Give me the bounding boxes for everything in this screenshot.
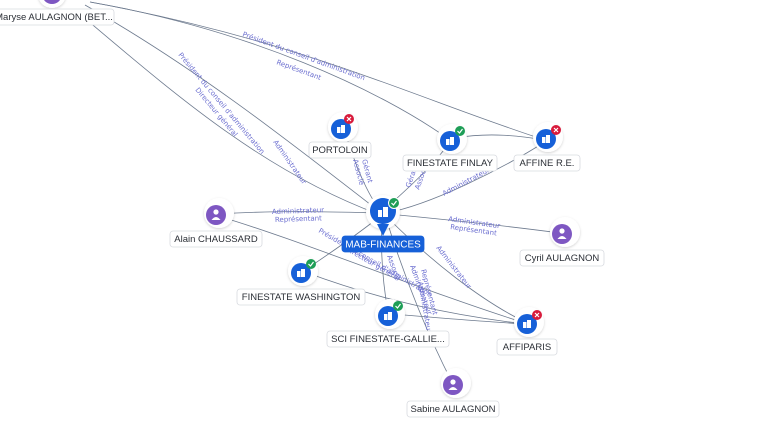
svg-text:FINESTATE FINLAY: FINESTATE FINLAY [407,158,494,169]
building-icon [297,269,305,277]
edge-gallie-affiparis [391,313,526,325]
inactive-status-icon [551,125,561,135]
node-label: FINESTATE FINLAY [402,154,498,172]
edge-label: Représentant [275,214,322,224]
center-label: MAB-FINANCES [341,235,425,253]
center-pin-icon [369,198,396,236]
edge-center-affiparis [387,217,526,323]
node-maryse[interactable]: Maryse AULAGNON (BET... [0,0,115,26]
node-label: Sabine AULAGNON [406,400,500,418]
edge-alain-center [217,211,379,215]
svg-text:Maryse AULAGNON (BET...: Maryse AULAGNON (BET... [0,12,113,23]
svg-text:AFFINE R.E.: AFFINE R.E. [520,158,575,169]
edge-label: Administrateur [434,244,473,290]
edge-maryse-center-2 [74,9,379,215]
node-label: PORTOLOIN [308,141,372,159]
node-cyril[interactable]: Cyril AULAGNON [519,217,605,267]
node-affine[interactable]: AFFINE R.E. [513,122,581,172]
active-status-icon [306,259,316,269]
svg-text:PORTOLOIN: PORTOLOIN [312,145,368,156]
svg-text:Sabine AULAGNON: Sabine AULAGNON [410,404,495,415]
edge-affine-center [385,141,546,214]
node-label: AFFINE R.E. [513,154,581,172]
svg-text:FINESTATE WASHINGTON: FINESTATE WASHINGTON [242,292,361,303]
edge-washington-affiparis [304,271,526,325]
svg-text:SCI FINESTATE-GALLIE...: SCI FINESTATE-GALLIE... [331,334,445,345]
edge-label: Administrateur [271,139,308,186]
edge-label: Administrateur [272,206,325,216]
node-label: FINESTATE WASHINGTON [236,288,366,306]
node-finestate-finlay[interactable]: FINESTATE FINLAY [402,124,498,172]
edge-labels: Président du conseil d'administration Re… [176,30,500,333]
edge-alain-affiparis [217,215,526,324]
person-icon [211,209,221,220]
building-icon [523,320,531,328]
person-icon [557,228,567,239]
node-label: Cyril AULAGNON [519,249,605,267]
building-icon [542,135,550,143]
node-label: Maryse AULAGNON (BET... [0,8,115,26]
active-status-icon [393,301,403,311]
node-label: AFFIPARIS [496,338,558,356]
building-icon [378,207,388,217]
edge-label: Président du conseil d'administration [176,51,266,156]
edge-cyril-center [387,213,561,234]
node-sci-finestate-gallie[interactable]: SCI FINESTATE-GALLIE... [326,299,450,348]
inactive-status-icon [532,310,542,320]
edge-maryse-center [84,4,381,213]
node-sabine[interactable]: Sabine AULAGNON [406,368,500,418]
active-status-icon [455,126,465,136]
node-mab-finances[interactable]: MAB-FINANCES [341,195,425,253]
building-icon [337,125,345,133]
node-affiparis[interactable]: AFFIPARIS [496,307,558,356]
svg-text:MAB-FINANCES: MAB-FINANCES [345,240,421,251]
node-portoloin[interactable]: PORTOLOIN [308,112,372,159]
person-icon [448,379,458,390]
svg-text:Cyril AULAGNON: Cyril AULAGNON [525,253,600,264]
svg-text:Alain CHAUSSARD: Alain CHAUSSARD [174,234,258,245]
inactive-status-icon [344,114,354,124]
edge-maryse-affine [89,1,546,141]
edge-maryse-finlay [89,1,451,141]
active-status-icon [388,197,400,209]
building-icon [446,137,454,145]
svg-text:AFFIPARIS: AFFIPARIS [503,342,551,353]
building-icon [384,312,392,320]
node-alain[interactable]: Alain CHAUSSARD [169,198,263,248]
node-label: Alain CHAUSSARD [169,230,263,248]
node-label: SCI FINESTATE-GALLIE... [326,330,450,348]
node-finestate-washington[interactable]: FINESTATE WASHINGTON [236,256,366,306]
